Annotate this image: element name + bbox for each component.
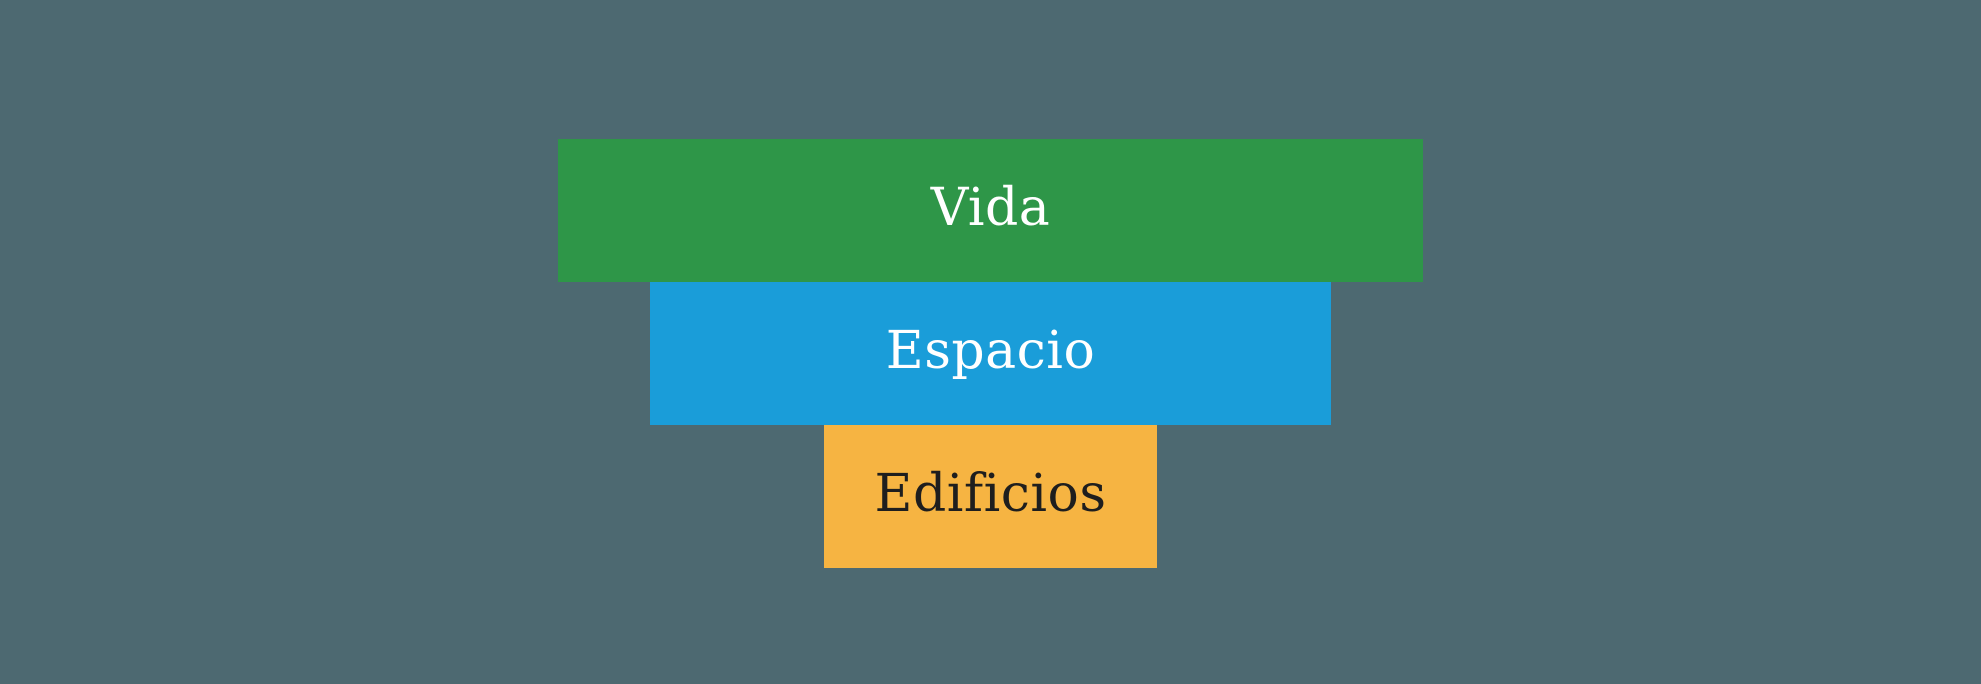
funnel-segment-espacio-label: Espacio [885,320,1096,381]
funnel-chart: Vida Espacio Edificios [0,139,1981,568]
funnel-segment-espacio: Espacio [650,282,1331,425]
funnel-segment-vida-label: Vida [930,177,1051,238]
funnel-segment-edificios: Edificios [824,425,1157,568]
funnel-segment-edificios-label: Edificios [874,463,1107,524]
funnel-segment-vida: Vida [558,139,1423,282]
